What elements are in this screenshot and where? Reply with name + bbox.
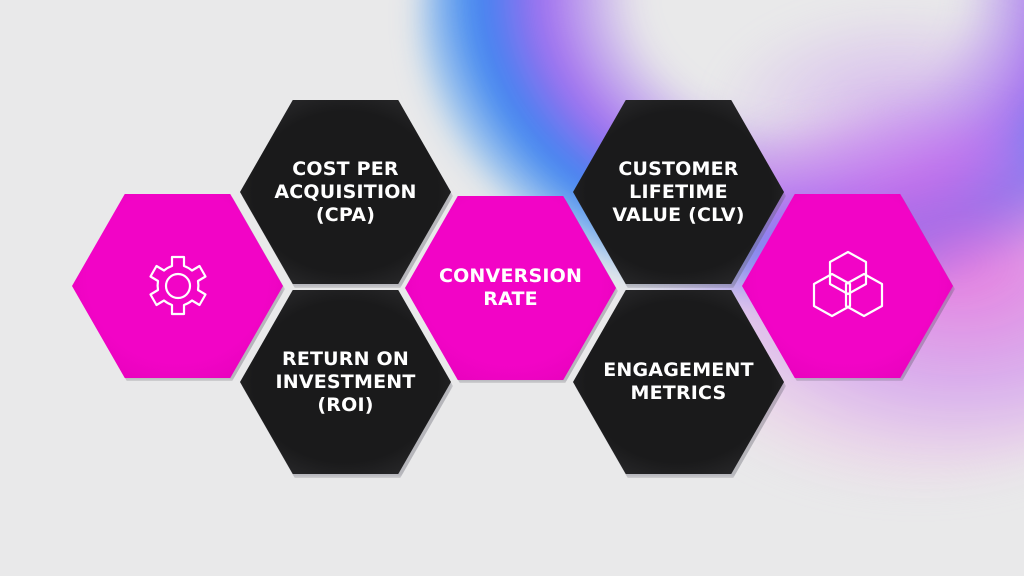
- tile-label: RETURN ON INVESTMENT (ROI): [275, 347, 416, 416]
- tile-clv: CUSTOMER LIFETIME VALUE (CLV): [573, 100, 784, 284]
- tile-label: CUSTOMER LIFETIME VALUE (CLV): [612, 157, 745, 226]
- tile-hexagons: [742, 194, 953, 378]
- tile-label: COST PER ACQUISITION (CPA): [274, 157, 417, 226]
- overlapping-hexagons-icon: [806, 246, 890, 326]
- tile-engagement: ENGAGEMENT METRICS: [573, 290, 784, 474]
- tile-label: ENGAGEMENT METRICS: [603, 359, 754, 404]
- gear-icon: [138, 246, 218, 326]
- tile-label: CONVERSION RATE: [438, 265, 583, 310]
